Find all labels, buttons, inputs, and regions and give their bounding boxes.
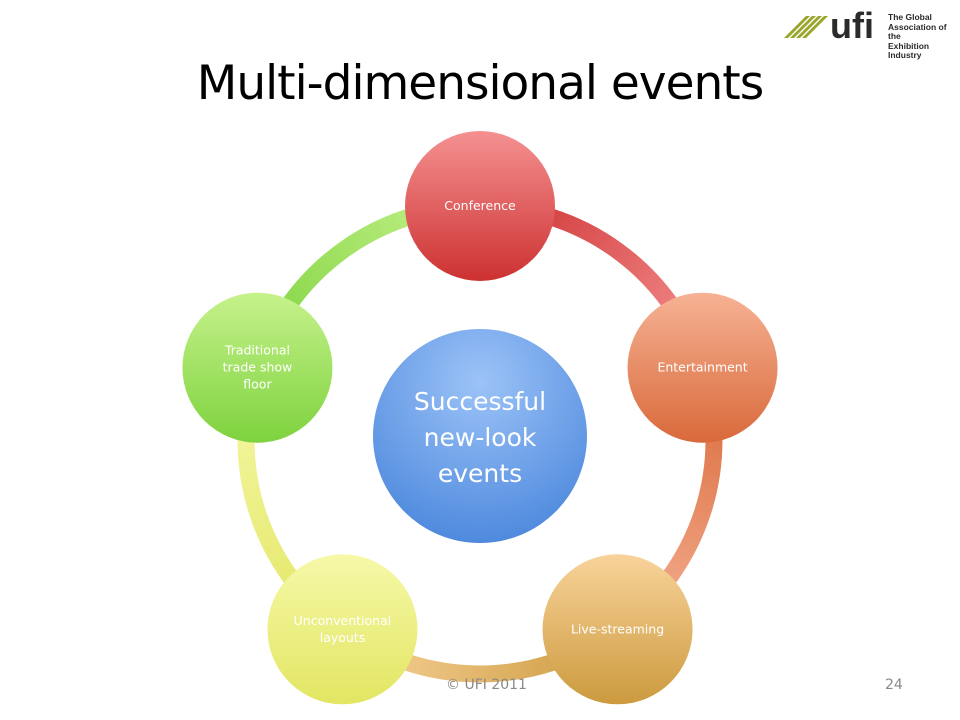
node-conference: Conference [405, 131, 555, 281]
node-label-line: trade show [223, 360, 293, 375]
logo-stripes-icon [784, 16, 828, 38]
logo-wordmark: ufi [830, 5, 874, 46]
node-live-streaming: Live-streaming [542, 554, 693, 705]
node-unconventional-layouts: Unconventional layouts [267, 554, 418, 705]
logo-tagline: The Global Association of the Exhibition… [888, 12, 947, 60]
center-label-line: new-look [424, 423, 537, 452]
ufi-logo: ufi The Global Association of the Exhibi… [784, 4, 960, 60]
page-title: Multi-dimensional events [196, 56, 764, 111]
ufi-logo-mark: ufi [784, 5, 874, 46]
footer-copyright: © UFI 2011 [446, 677, 527, 693]
node-traditional-trade-show-floor: Traditional trade show floor [182, 292, 333, 443]
center-label-line: events [438, 459, 522, 488]
center-label-line: Successful [414, 387, 546, 416]
node-label-line: Entertainment [657, 360, 747, 375]
node-label-line: Live-streaming [571, 621, 664, 636]
node-label-line: floor [243, 377, 272, 392]
node-label-line: Unconventional [294, 613, 392, 628]
footer-page-number: 24 [885, 677, 903, 693]
center-circle: Successful new-look events [373, 329, 587, 543]
node-label-line: Traditional [224, 343, 290, 358]
node-label-line: Conference [444, 198, 516, 213]
node-entertainment: Entertainment [627, 292, 778, 443]
node-label-line: layouts [320, 630, 366, 645]
